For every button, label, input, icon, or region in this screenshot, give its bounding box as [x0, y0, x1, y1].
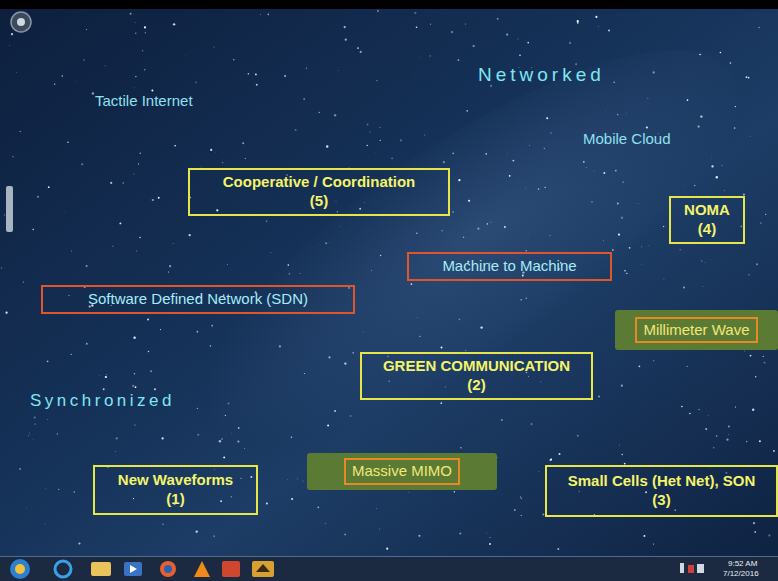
highlight-box: Massive MIMO	[307, 453, 497, 490]
concept-label: Synchronized	[30, 391, 175, 411]
topic-box: Small Cells (Het Net), SON (3)	[545, 465, 778, 517]
node-text: Massive MIMO	[344, 458, 460, 485]
node-text: Software Defined Network (SDN)	[88, 290, 308, 309]
concept-label: Networked	[478, 64, 605, 86]
node-text: Small Cells (Het Net), SON (3)	[559, 472, 764, 510]
highlight-box: Millimeter Wave	[615, 310, 778, 350]
topic-box: Cooperative / Coordination (5)	[188, 168, 450, 216]
technology-box: Software Defined Network (SDN)	[41, 285, 355, 314]
node-text: Cooperative / Coordination (5)	[219, 173, 419, 211]
node-text: Machine to Machine	[442, 257, 576, 276]
clock-date: 7/12/2016	[723, 569, 759, 578]
clock-time: 9:52 AM	[728, 559, 757, 568]
node-text: Millimeter Wave	[635, 317, 757, 344]
topic-box: New Waveforms (1)	[93, 465, 258, 515]
node-text: NOMA (4)	[682, 201, 732, 239]
concept-label: Tactile Internet	[95, 92, 193, 109]
topic-box: GREEN COMMUNICATION (2)	[360, 352, 593, 400]
topic-box: NOMA (4)	[669, 196, 745, 244]
concept-label: Mobile Cloud	[583, 130, 671, 147]
node-text: GREEN COMMUNICATION (2)	[377, 357, 577, 395]
technology-box: Machine to Machine	[407, 252, 612, 281]
node-text: New Waveforms (1)	[111, 471, 241, 509]
